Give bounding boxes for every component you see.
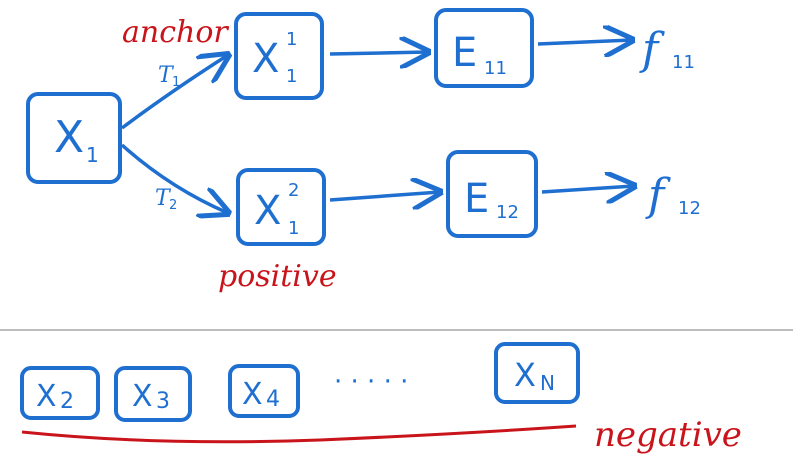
negative-node-sub: 4 bbox=[266, 387, 280, 412]
arrow-to-view-2 bbox=[120, 143, 228, 213]
negative-node-sub: N bbox=[540, 371, 555, 395]
view-2-box bbox=[236, 168, 326, 246]
view-2-sup: 2 bbox=[288, 180, 299, 201]
transform-2-sub: 2 bbox=[169, 198, 177, 213]
negative-underline bbox=[21, 424, 577, 444]
encoder-2-label: E bbox=[464, 176, 489, 222]
view-2-label: X bbox=[254, 188, 281, 234]
negative-node-label: X bbox=[132, 379, 153, 414]
arrow-view-1-to-encoder-1 bbox=[329, 52, 428, 54]
arrow-view-2-to-encoder-2 bbox=[329, 192, 440, 200]
feature-2-sub: 12 bbox=[678, 198, 701, 219]
arrow-encoder-1-to-feature-1 bbox=[537, 40, 632, 44]
arrow-to-view-1 bbox=[120, 55, 228, 130]
negative-node-label: X bbox=[514, 356, 536, 394]
negative-node-box bbox=[494, 342, 580, 404]
view-1-label: X bbox=[252, 36, 279, 82]
feature-1-label: f bbox=[639, 24, 665, 75]
encoder-1-label: E bbox=[452, 30, 477, 76]
input-node-sub: 1 bbox=[86, 143, 99, 167]
negative-label: negative bbox=[594, 415, 742, 455]
negative-node-box bbox=[228, 364, 300, 418]
view-2-sub: 1 bbox=[288, 218, 299, 239]
encoder-1-box bbox=[434, 8, 534, 88]
transform-1-sub: 1 bbox=[172, 75, 180, 90]
feature-1-sub: 11 bbox=[672, 52, 695, 73]
view-1-sup: 1 bbox=[286, 29, 297, 50]
positive-label: positive bbox=[218, 259, 337, 294]
negative-node-label: X bbox=[242, 377, 263, 412]
view-1-box bbox=[234, 12, 324, 100]
ellipsis: · · · · · bbox=[334, 367, 408, 397]
view-1-sub: 1 bbox=[286, 66, 297, 87]
feature-2-label: f bbox=[645, 170, 671, 221]
encoder-2-sub: 12 bbox=[496, 202, 519, 223]
negative-node-box bbox=[114, 366, 192, 422]
input-node-label: X bbox=[54, 112, 84, 163]
input-node-box bbox=[26, 92, 122, 184]
arrow-encoder-2-to-feature-2 bbox=[541, 186, 634, 192]
negative-node-label: X bbox=[36, 379, 57, 414]
negative-node-box bbox=[20, 366, 100, 420]
transform-1-label: T bbox=[158, 63, 175, 88]
negative-node-sub: 3 bbox=[156, 389, 170, 414]
anchor-label: anchor bbox=[122, 15, 229, 50]
transform-2-label: T bbox=[155, 186, 172, 211]
encoder-2-box bbox=[446, 150, 538, 238]
negative-node-sub: 2 bbox=[60, 389, 74, 414]
encoder-1-sub: 11 bbox=[484, 58, 507, 79]
